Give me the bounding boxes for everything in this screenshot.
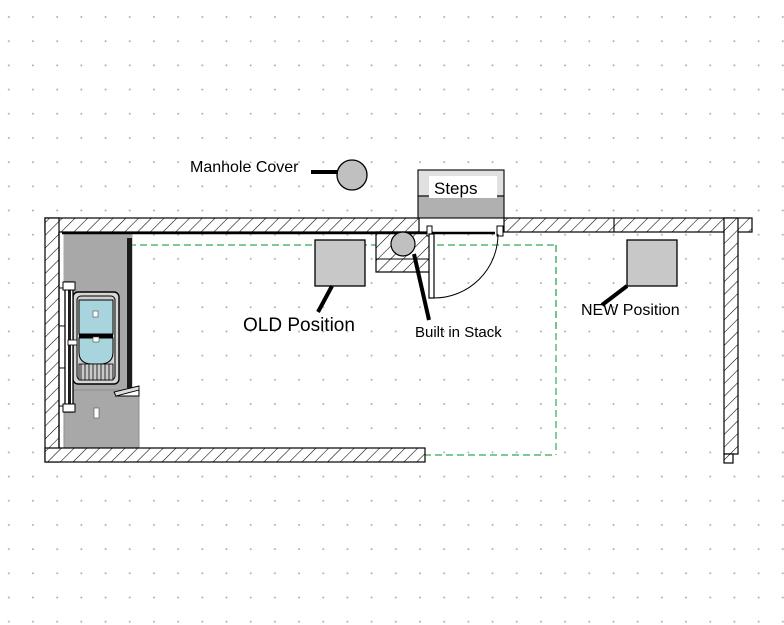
window-mullion-core: [68, 288, 71, 406]
steps-label-backing: [429, 176, 497, 198]
built-in-stack-symbol: [390, 231, 416, 257]
dashed-guide-lines: [118, 244, 557, 456]
wall-left: [44, 217, 60, 463]
label-built-in-stack: Built in Stack: [415, 324, 502, 341]
wall-right-foot: [723, 453, 734, 464]
leader-built-in-stack: [412, 253, 431, 321]
door-leaf: [428, 233, 435, 299]
new-position-box[interactable]: [626, 239, 678, 287]
label-old-position: OLD Position: [243, 315, 355, 336]
sink-divider: [79, 334, 113, 338]
wall-top-right: [503, 217, 753, 233]
stack-circle: [390, 231, 416, 257]
leader-new-position: [600, 284, 629, 307]
sink-unit: [72, 291, 120, 385]
walls-group: [44, 217, 753, 464]
window-hinge-bottom: [62, 403, 76, 413]
wall-bottom: [44, 447, 426, 463]
door-swing-arc: [433, 233, 499, 299]
leader-old-position: [316, 285, 334, 313]
window-latch: [67, 339, 78, 346]
door-group: [426, 225, 504, 299]
sink-tap-marker: [92, 336, 100, 343]
wall-top-left: [44, 217, 420, 233]
counter-lower: [63, 389, 140, 456]
label-steps: Steps: [434, 179, 478, 198]
door-jamb-right: [496, 225, 504, 237]
leader-lines-group: [311, 170, 629, 321]
old-position-box[interactable]: [314, 239, 366, 287]
counter-transition-bevel: [113, 385, 140, 397]
sink-drainer-board: [78, 363, 114, 381]
cabinet-handle-marker: [93, 407, 100, 419]
manhole-cover-symbol[interactable]: [336, 159, 368, 191]
window-hinge-top: [62, 281, 76, 291]
counter-edge-strip: [127, 238, 132, 388]
label-manhole-cover: Manhole Cover: [190, 159, 299, 176]
label-new-position: NEW Position: [581, 302, 680, 319]
wall-right: [723, 217, 739, 455]
steps-lower-tread: [417, 195, 505, 219]
sink-drain-top: [92, 310, 99, 318]
